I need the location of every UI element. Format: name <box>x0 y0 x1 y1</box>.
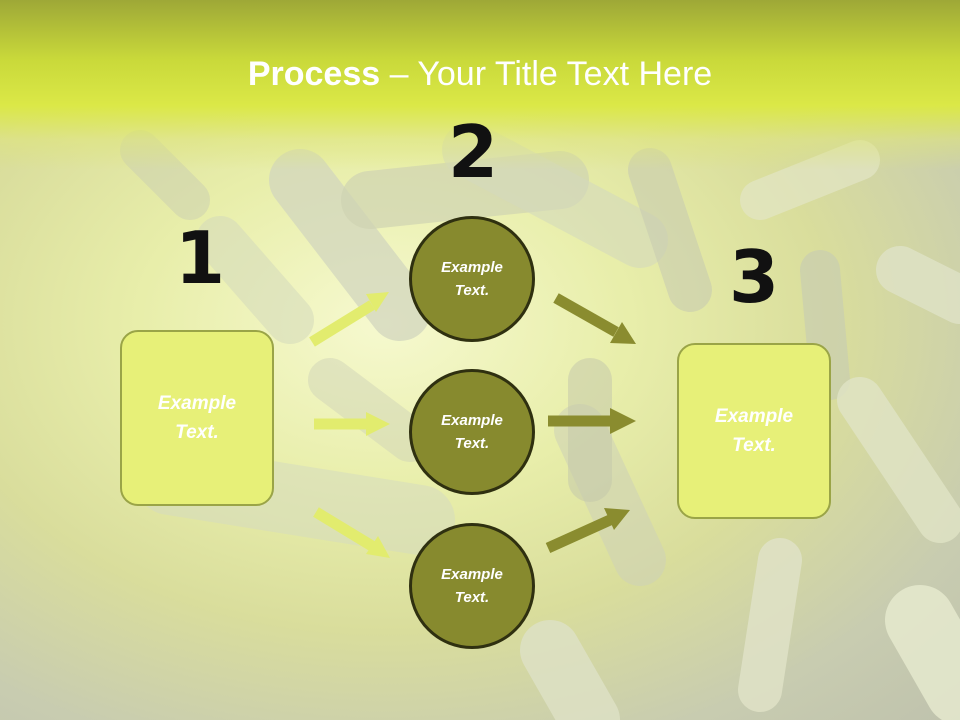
circle-bottom: Example Text. <box>409 523 535 649</box>
step-number-2: 2 <box>447 110 499 194</box>
step-1-box: Example Text. <box>120 330 274 506</box>
step-number-1: 1 <box>174 216 226 300</box>
step-1-text: Example Text. <box>157 393 237 443</box>
circle-top-text: Example Text. <box>441 259 503 299</box>
circle-top: Example Text. <box>409 216 535 342</box>
step-number-3: 3 <box>728 235 780 319</box>
circle-middle: Example Text. <box>409 369 535 495</box>
step-3-box: Example Text. <box>677 343 831 519</box>
step-3-text: Example Text. <box>714 406 794 456</box>
title-rest: – Your Title Text Here <box>380 55 713 93</box>
circle-bottom-text: Example Text. <box>441 566 503 606</box>
slide-title: Process – Your Title Text Here <box>0 54 960 94</box>
title-bold: Process <box>247 55 381 93</box>
title-band <box>0 0 960 170</box>
circle-middle-text: Example Text. <box>441 412 503 452</box>
